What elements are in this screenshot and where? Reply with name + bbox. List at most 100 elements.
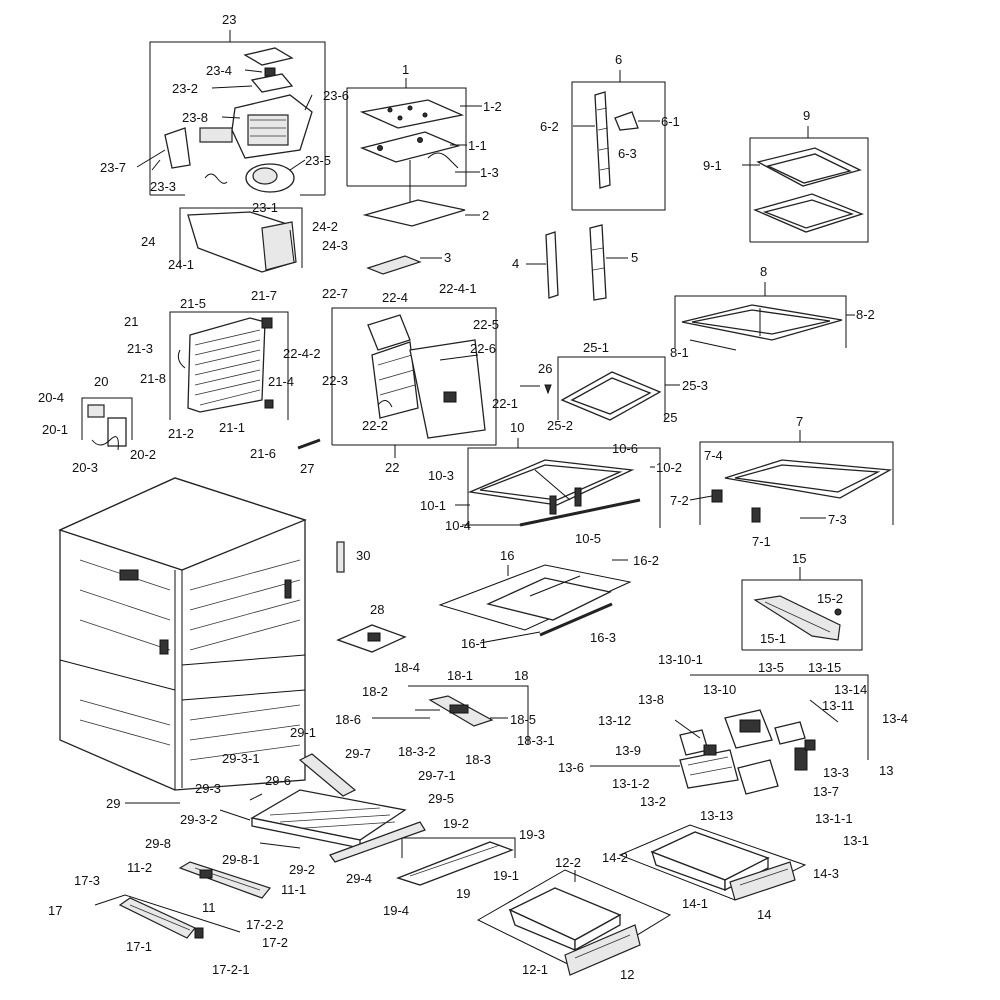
label-13-12: 13-12	[598, 713, 631, 728]
label-29-2: 29-2	[289, 862, 315, 877]
label-23-1: 23-1	[252, 200, 278, 215]
label-22-4-1: 22-4-1	[439, 281, 477, 296]
label-12: 12	[620, 967, 634, 982]
label-20-4: 20-4	[38, 390, 64, 405]
group-1-cover	[346, 78, 467, 275]
callout-labels: 23 23-4 23-2 23-8 23-6 23-7 23-5 23-3 23…	[38, 12, 908, 982]
label-10-4: 10-4	[445, 518, 471, 533]
label-21-4: 21-4	[268, 374, 294, 389]
label-7-4: 7-4	[704, 448, 723, 463]
label-1-1: 1-1	[468, 138, 487, 153]
label-24: 24	[141, 234, 155, 249]
label-23-5: 23-5	[305, 153, 331, 168]
label-29-3-2: 29-3-2	[180, 812, 218, 827]
group-11-cover	[178, 861, 272, 899]
label-1-3: 1-3	[480, 165, 499, 180]
label-19-4: 19-4	[383, 903, 409, 918]
group-14-drawer	[618, 824, 807, 901]
label-18: 18	[514, 668, 528, 683]
label-10-1: 10-1	[420, 498, 446, 513]
label-23-4: 23-4	[206, 63, 232, 78]
group-12-drawer	[476, 869, 672, 976]
label-10-5: 10-5	[575, 531, 601, 546]
group-22-damper	[297, 307, 552, 458]
label-12-1: 12-1	[522, 962, 548, 977]
label-10-2: 10-2	[656, 460, 682, 475]
label-21: 21	[124, 314, 138, 329]
label-25-3: 25-3	[682, 378, 708, 393]
group-18-cover	[408, 685, 529, 745]
label-19-2: 19-2	[443, 816, 469, 831]
label-19-3: 19-3	[519, 827, 545, 842]
group-20-sensor	[81, 397, 133, 451]
label-8: 8	[760, 264, 767, 279]
label-24-1: 24-1	[168, 257, 194, 272]
label-20-3: 20-3	[72, 460, 98, 475]
label-29-7-1: 29-7-1	[418, 768, 456, 783]
label-10-3: 10-3	[428, 468, 454, 483]
group-23-ice-maker	[149, 30, 326, 196]
label-29-5: 29-5	[428, 791, 454, 806]
label-23-7: 23-7	[100, 160, 126, 175]
label-6: 6	[615, 52, 622, 67]
label-1-2: 1-2	[483, 99, 502, 114]
label-14-2: 14-2	[602, 850, 628, 865]
label-29-8: 29-8	[145, 836, 171, 851]
label-13-13: 13-13	[700, 808, 733, 823]
label-22-7: 22-7	[322, 286, 348, 301]
label-7-1: 7-1	[752, 534, 771, 549]
label-21-1: 21-1	[219, 420, 245, 435]
label-18-6: 18-6	[335, 712, 361, 727]
label-22-4: 22-4	[382, 290, 408, 305]
label-18-4: 18-4	[394, 660, 420, 675]
label-16-3: 16-3	[590, 630, 616, 645]
label-8-1: 8-1	[670, 345, 689, 360]
label-13-3: 13-3	[823, 765, 849, 780]
label-14-3: 14-3	[813, 866, 839, 881]
label-17-1: 17-1	[126, 939, 152, 954]
label-14-1: 14-1	[682, 896, 708, 911]
label-15-2: 15-2	[817, 591, 843, 606]
label-13-10-1: 13-10-1	[658, 652, 703, 667]
label-18-3: 18-3	[465, 752, 491, 767]
label-12-2: 12-2	[555, 855, 581, 870]
group-25-tray	[557, 356, 666, 421]
group-9-shelf	[749, 126, 869, 243]
label-15-1: 15-1	[760, 631, 786, 646]
label-24-3: 24-3	[322, 238, 348, 253]
label-21-8: 21-8	[140, 371, 166, 386]
label-15: 15	[792, 551, 806, 566]
group-16-cover	[438, 564, 632, 637]
label-11-1: 11-1	[281, 882, 306, 897]
label-13-1-2: 13-1-2	[612, 776, 650, 791]
label-13-8: 13-8	[638, 692, 664, 707]
label-21-2: 21-2	[168, 426, 194, 441]
label-14: 14	[757, 907, 771, 922]
label-24-2: 24-2	[312, 219, 338, 234]
label-21-3: 21-3	[127, 341, 153, 356]
group-19-cover	[396, 837, 516, 886]
label-25-2: 25-2	[547, 418, 573, 433]
label-25-1: 25-1	[583, 340, 609, 355]
label-30: 30	[356, 548, 370, 563]
label-19-1: 19-1	[493, 868, 519, 883]
label-3: 3	[444, 250, 451, 265]
label-16: 16	[500, 548, 514, 563]
label-4: 4	[512, 256, 519, 271]
label-8-2: 8-2	[856, 307, 875, 322]
label-25: 25	[663, 410, 677, 425]
label-1: 1	[402, 62, 409, 77]
label-13-2: 13-2	[640, 794, 666, 809]
label-29-1: 29-1	[290, 725, 316, 740]
label-6-3: 6-3	[618, 146, 637, 161]
label-22-6: 22-6	[470, 341, 496, 356]
label-18-3-2: 18-3-2	[398, 744, 436, 759]
label-29-7: 29-7	[345, 746, 371, 761]
label-9: 9	[803, 108, 810, 123]
label-21-6: 21-6	[250, 446, 276, 461]
label-7: 7	[796, 414, 803, 429]
label-13-5: 13-5	[758, 660, 784, 675]
label-18-5: 18-5	[510, 712, 536, 727]
group-10-shelf	[467, 438, 661, 528]
